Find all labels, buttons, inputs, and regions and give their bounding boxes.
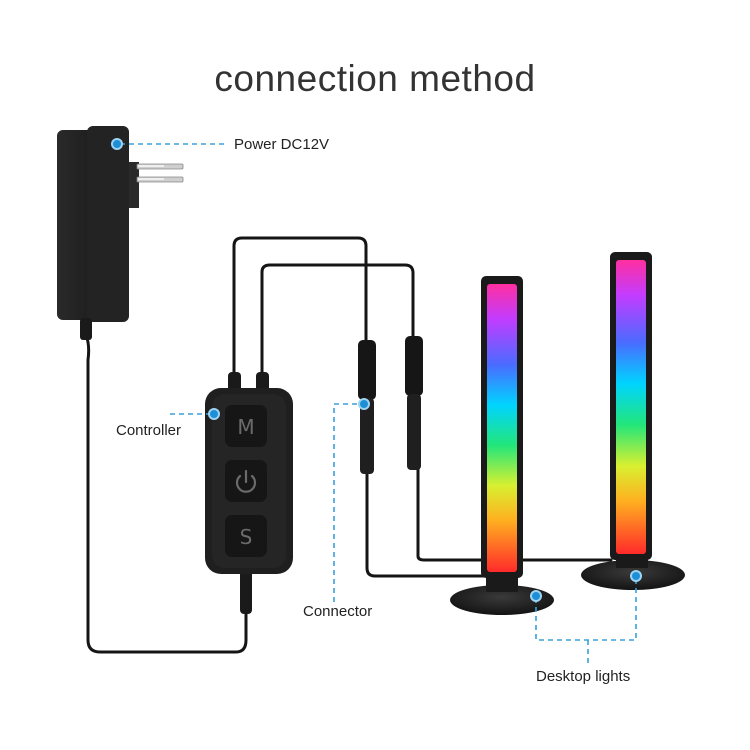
callout-dot-light-right bbox=[630, 570, 642, 582]
desktop-light-left bbox=[450, 276, 554, 615]
cable-to-light-right bbox=[416, 466, 613, 562]
connector-label: Connector bbox=[303, 603, 373, 620]
desktop-lights-label: Desktop lights bbox=[536, 668, 631, 685]
power-icon bbox=[235, 469, 257, 493]
page-title: connection method bbox=[214, 58, 536, 99]
cable-right bbox=[260, 263, 415, 380]
callout-dot-connector bbox=[358, 398, 370, 410]
callout-dot-controller bbox=[208, 408, 220, 420]
callout-dots bbox=[111, 138, 642, 602]
speed-button-label: S bbox=[240, 525, 253, 549]
power-label: Power DC12V bbox=[234, 136, 330, 153]
power-cable bbox=[84, 333, 248, 654]
mode-button-label: M bbox=[237, 415, 254, 439]
controller: M S bbox=[205, 372, 293, 614]
cable-left bbox=[232, 236, 368, 380]
desktop-light-right bbox=[581, 252, 685, 590]
inline-connectors bbox=[358, 336, 423, 474]
controller-label: Controller bbox=[116, 422, 182, 439]
cable-to-light-left bbox=[365, 468, 486, 578]
power-adapter bbox=[57, 126, 184, 340]
callout-dot-power bbox=[111, 138, 123, 150]
speed-button[interactable]: S bbox=[225, 515, 267, 557]
callout-lines bbox=[120, 143, 637, 664]
mode-button[interactable]: M bbox=[225, 405, 267, 447]
callout-dot-light-left bbox=[530, 590, 542, 602]
cables bbox=[84, 236, 613, 654]
power-button[interactable] bbox=[225, 460, 267, 502]
